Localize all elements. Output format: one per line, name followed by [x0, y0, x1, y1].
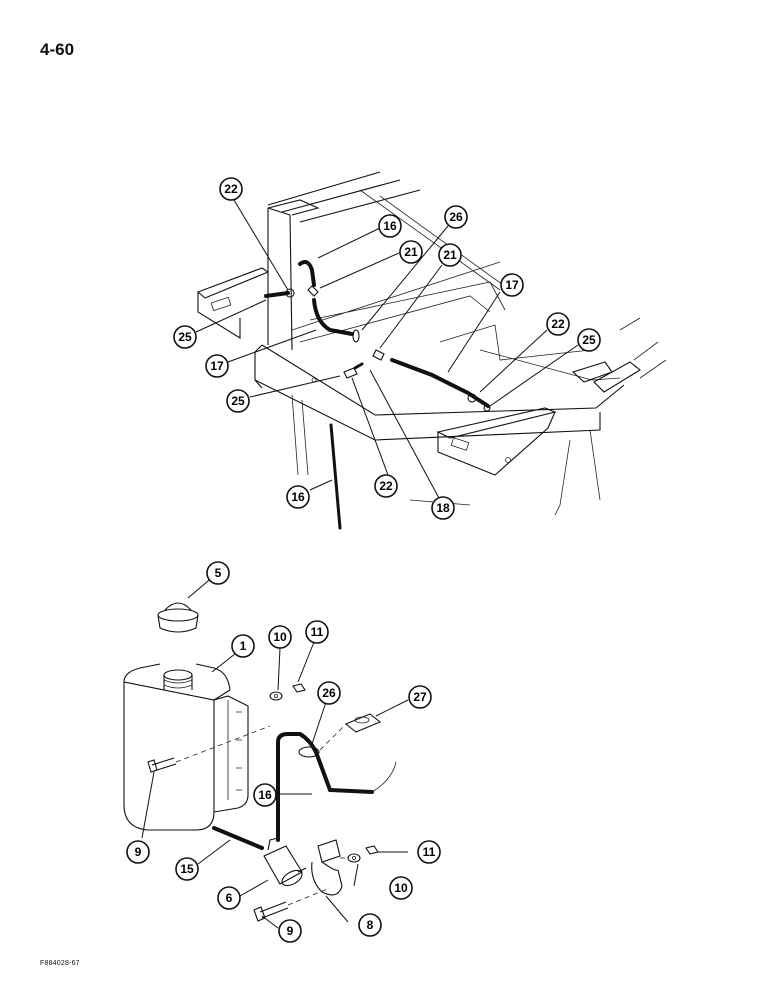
svg-text:25: 25	[582, 333, 596, 347]
callout-8: 8	[358, 913, 382, 937]
callout-25: 25	[577, 328, 601, 352]
svg-text:21: 21	[404, 245, 418, 259]
svg-text:17: 17	[210, 359, 224, 373]
svg-text:1: 1	[240, 639, 247, 653]
svg-text:22: 22	[551, 317, 565, 331]
callout-21: 21	[399, 240, 423, 264]
callout-11: 11	[417, 840, 441, 864]
reservoir-assembly	[123, 602, 397, 922]
svg-text:25: 25	[231, 394, 245, 408]
svg-text:22: 22	[224, 182, 238, 196]
callout-9: 9	[278, 919, 302, 943]
svg-text:21: 21	[443, 248, 457, 262]
callout-18: 18	[431, 496, 455, 520]
top-leader-lines	[195, 199, 579, 501]
svg-text:5: 5	[215, 566, 222, 580]
cab-frame-drawing	[196, 171, 667, 530]
svg-text:10: 10	[394, 881, 408, 895]
svg-text:16: 16	[383, 219, 397, 233]
callout-5: 5	[206, 561, 230, 585]
callout-9: 9	[126, 840, 150, 864]
callout-16: 16	[286, 485, 310, 509]
callout-17: 17	[500, 273, 524, 297]
callout-21: 21	[438, 243, 462, 267]
svg-text:18: 18	[436, 501, 450, 515]
callout-25: 25	[173, 325, 197, 349]
callout-16: 16	[253, 783, 277, 807]
svg-text:25: 25	[178, 330, 192, 344]
callout-10: 10	[268, 625, 292, 649]
callout-22: 22	[374, 474, 398, 498]
callout-26: 26	[317, 681, 341, 705]
svg-text:16: 16	[291, 490, 305, 504]
svg-text:9: 9	[287, 924, 294, 938]
svg-text:9: 9	[135, 845, 142, 859]
callout-16: 16	[378, 214, 402, 238]
svg-text:11: 11	[423, 845, 436, 859]
callout-27: 27	[408, 685, 432, 709]
callout-17: 17	[205, 354, 229, 378]
svg-text:17: 17	[505, 278, 519, 292]
svg-text:6: 6	[226, 891, 233, 905]
svg-text:16: 16	[258, 788, 272, 802]
callout-10: 10	[389, 876, 413, 900]
callout-26: 26	[444, 205, 468, 229]
page-number: 4-60	[40, 40, 75, 59]
callout-15: 15	[175, 857, 199, 881]
callout-25: 25	[226, 389, 250, 413]
callout-22: 22	[546, 312, 570, 336]
callout-11: 11	[305, 620, 329, 644]
callout-22: 22	[219, 177, 243, 201]
callout-1: 1	[231, 634, 255, 658]
svg-text:11: 11	[311, 625, 324, 639]
svg-text:22: 22	[379, 479, 393, 493]
svg-text:10: 10	[273, 630, 287, 644]
svg-text:27: 27	[413, 690, 427, 704]
svg-text:8: 8	[367, 918, 374, 932]
svg-text:26: 26	[322, 686, 336, 700]
callout-6: 6	[217, 886, 241, 910]
figure-reference: F884028-67	[40, 960, 80, 967]
svg-text:15: 15	[180, 862, 194, 876]
svg-text:26: 26	[449, 210, 463, 224]
